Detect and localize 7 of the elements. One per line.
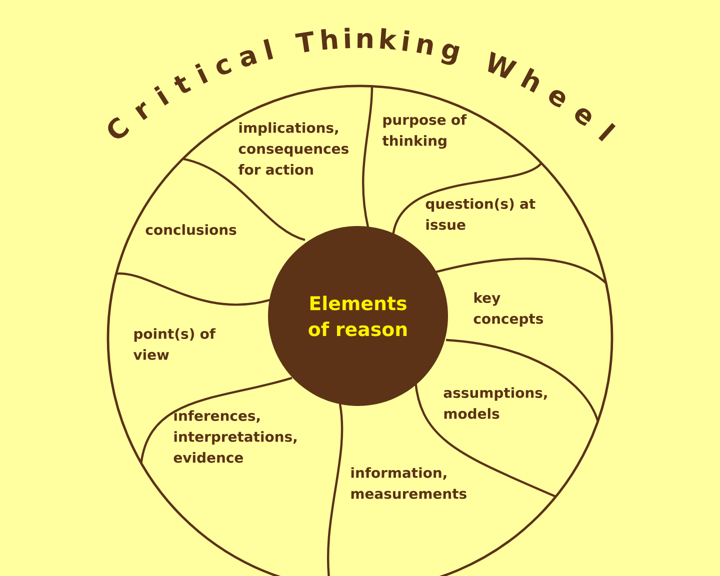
segment-label: implications, consequences for action	[238, 122, 348, 175]
segment-label: purpose of thinking	[382, 114, 467, 149]
segment-label: information, measurements	[351, 467, 466, 499]
segment-label: point(s) of view	[133, 328, 216, 360]
segment-label: key concepts	[474, 292, 543, 327]
segment-label: conclusions	[146, 224, 236, 235]
segment-label: inferences, interpretations, evidence	[174, 410, 296, 463]
